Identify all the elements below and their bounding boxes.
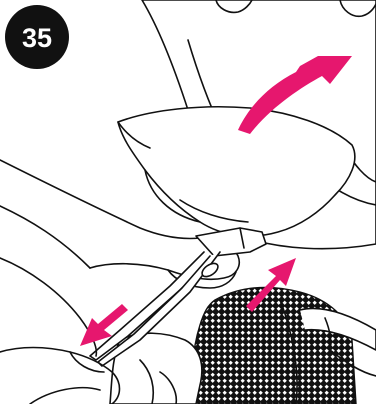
step-badge: 35 [5,5,69,69]
step-number: 35 [22,23,52,53]
